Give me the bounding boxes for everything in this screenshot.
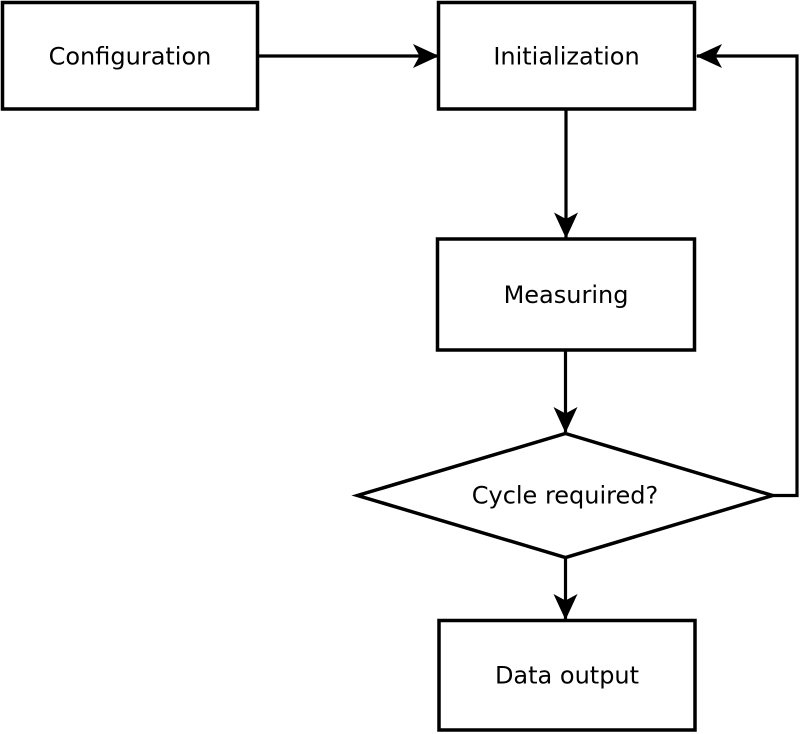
node-measuring: Measuring (435, 237, 697, 352)
node-data-output-box (437, 618, 697, 732)
node-cycle-required-label: Cycle required? (472, 482, 659, 510)
node-cycle-required: Cycle required? (351, 431, 779, 560)
edge-cycle-required-to-initialization-loop (696, 44, 799, 498)
node-configuration: Configuration (0, 0, 260, 111)
node-data-output: Data output (437, 618, 697, 732)
node-measuring-label: Measuring (504, 281, 629, 309)
node-initialization-box (436, 0, 697, 111)
node-configuration-label: Configuration (49, 43, 212, 71)
node-measuring-box (435, 237, 697, 352)
node-data-output-label: Data output (495, 662, 639, 690)
node-initialization-label: Initialization (493, 43, 639, 71)
node-initialization: Initialization (436, 0, 697, 111)
node-cycle-required-diamond (351, 431, 779, 560)
node-configuration-box (0, 0, 260, 111)
